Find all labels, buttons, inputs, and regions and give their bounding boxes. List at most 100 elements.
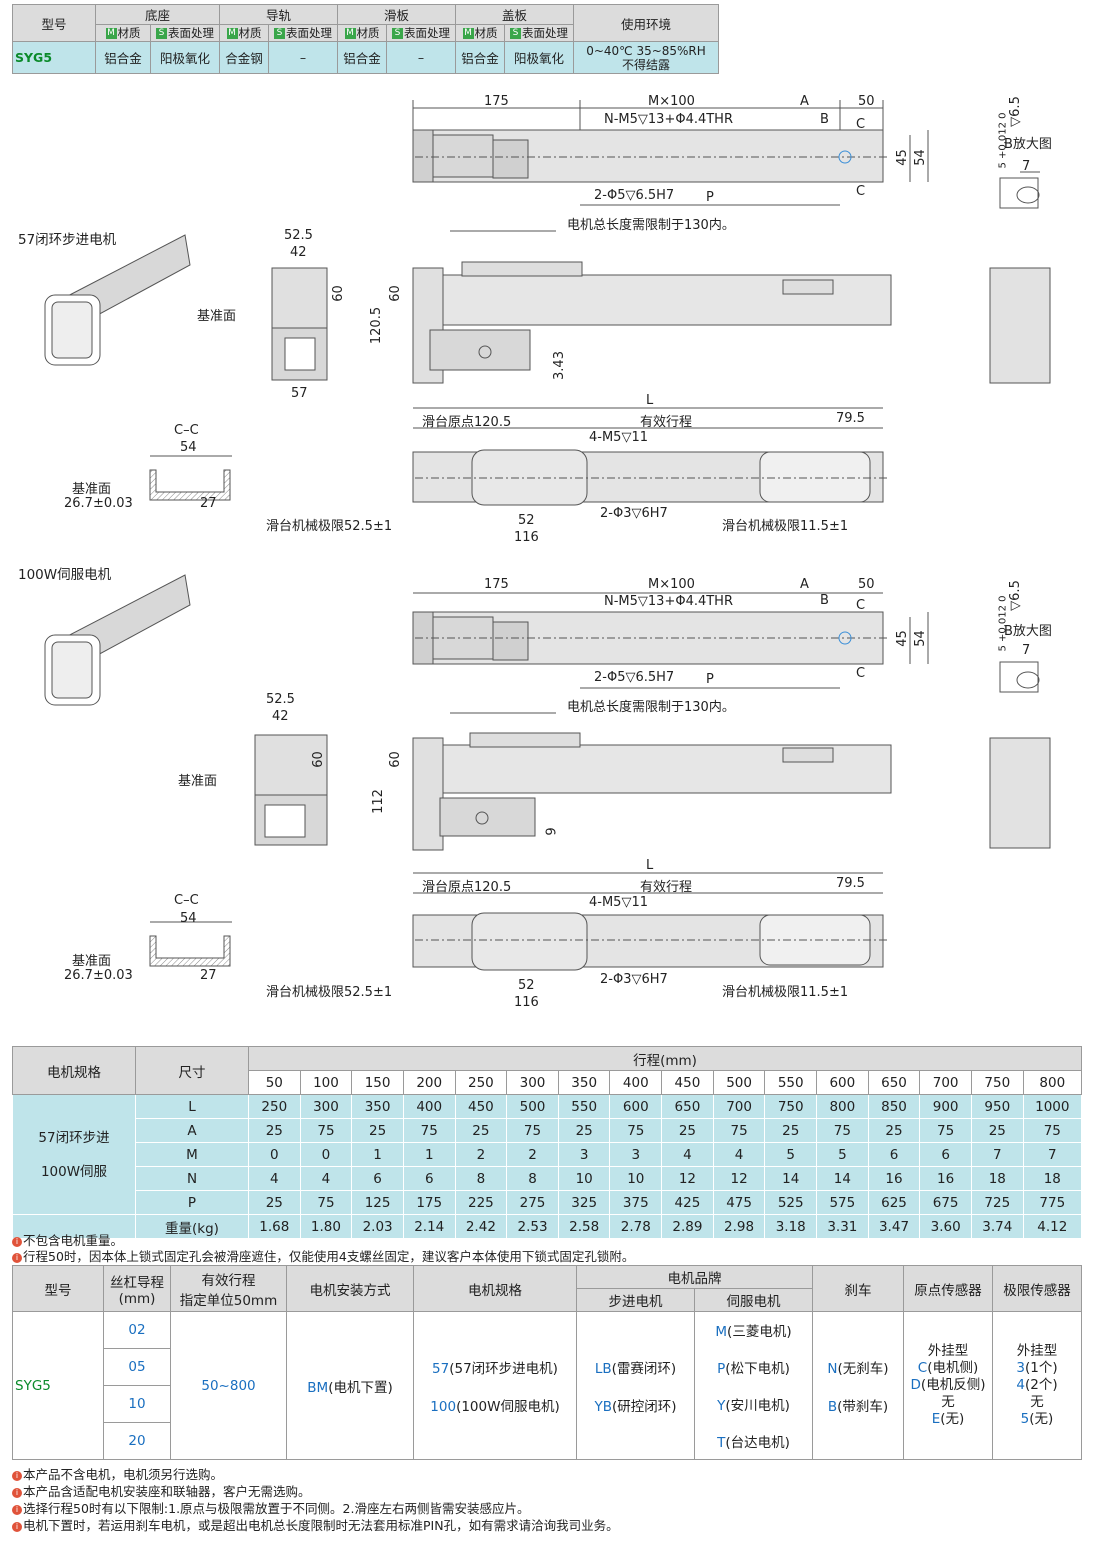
order-note-2-text: 本产品含适配电机安装座和联轴器，客户无需选购。 <box>23 1484 311 1499</box>
table-cell: 2.89 <box>661 1214 714 1239</box>
material-tag: M <box>105 28 117 39</box>
stroke-note-2-text: 行程50时，因本体上锁式固定孔会被滑座遮住，仅能使用4支螺丝固定，建议客户本体使… <box>23 1249 635 1264</box>
dim-9: 9 <box>544 827 560 836</box>
section-title-servo: 100W伺服电机 <box>18 567 112 583</box>
table-cell: 450 <box>454 1094 508 1119</box>
limit-left-2: 滑台机械极限52.5±1 <box>266 985 393 1000</box>
stroke-col-header: 800 <box>1022 1070 1083 1095</box>
table-cell: 5 <box>764 1142 818 1167</box>
table-cell: 750 <box>764 1094 818 1119</box>
dim-50-2: 50 <box>858 577 875 592</box>
table-cell: 18 <box>970 1166 1024 1191</box>
info-icon: i <box>12 1521 22 1532</box>
dim-mx100-2: M×100 <box>648 577 695 592</box>
table-cell: 18 <box>1022 1166 1083 1191</box>
table-cell: 1000 <box>1022 1094 1083 1119</box>
spec2-code: 100 <box>430 1398 457 1415</box>
cc-27: 27 <box>200 496 217 511</box>
dim-1205: 120.5 <box>369 306 385 345</box>
brake1-code: N <box>827 1360 838 1377</box>
table-cell: 75 <box>816 1118 869 1143</box>
servo-t: T(台达电机) <box>694 1422 813 1460</box>
order-h-brand: 电机品牌 <box>576 1265 813 1289</box>
col-size: 尺寸 <box>135 1046 249 1095</box>
bottom-view-2 <box>412 912 890 971</box>
servo-p-code: P <box>717 1361 726 1377</box>
stroke-col-header: 350 <box>557 1070 611 1095</box>
stroke-header: 行程(mm) <box>248 1046 1082 1071</box>
base-material: 铝合金 <box>95 41 151 74</box>
lead-05: 05 <box>103 1348 171 1386</box>
dim-mx100: M×100 <box>648 94 695 109</box>
dim-175-2: 175 <box>484 577 509 592</box>
dim-60-end-2: 60 <box>310 751 326 768</box>
table-cell: 725 <box>970 1190 1024 1215</box>
dim-pin: 2-Φ5▽6.5H7 <box>594 188 675 203</box>
spec1-code: 57 <box>432 1360 450 1377</box>
info-icon: i <box>12 1236 22 1247</box>
order-note-3-text: 选择行程50时有以下限制:1.原点与极限需放置于不同侧。2.滑座左右两侧皆需安装… <box>23 1501 530 1516</box>
order-spec: 57(57闭环步进电机) 100(100W伺服电机) <box>413 1311 577 1460</box>
dim-60-side: 60 <box>387 285 403 302</box>
stroke-col-header: 500 <box>712 1070 766 1095</box>
order-origin: 外挂型 C(电机侧) D(电机反侧) 无 E(无) <box>903 1311 993 1460</box>
origin-c-text: (电机侧) <box>927 1360 979 1376</box>
servo-p-text: (松下电机) <box>725 1361 790 1377</box>
table-cell: 2 <box>506 1142 559 1167</box>
dim-p-2: P <box>706 672 714 687</box>
dim-c-top-2: C <box>856 598 866 613</box>
mount-code: BM <box>307 1379 329 1396</box>
order-limit: 外挂型 3(1个) 4(2个) 无 5(无) <box>992 1311 1082 1460</box>
limit-5-text: (无) <box>1029 1411 1054 1427</box>
section-title-stepper: 57闭环步进电机 <box>18 232 117 248</box>
dim-a-2: A <box>800 577 809 592</box>
table-cell: 12 <box>712 1166 766 1191</box>
table-cell: 4.12 <box>1022 1214 1083 1239</box>
spec-header-cover: 盖板 <box>455 4 574 25</box>
limit-title: 外挂型 <box>1016 1343 1058 1359</box>
dim-112: 112 <box>370 789 386 814</box>
dim-60-end: 60 <box>330 285 346 302</box>
spec-line1: 57闭环步进 <box>38 1129 110 1146</box>
cc-section-1 <box>149 469 231 501</box>
table-cell: 650 <box>661 1094 714 1119</box>
tap-label: 4-M5▽11 <box>589 430 648 445</box>
dim-52: 52 <box>518 513 535 528</box>
table-cell: 8 <box>454 1166 508 1191</box>
table-cell: 75 <box>1022 1118 1083 1143</box>
lead-02: 02 <box>103 1311 171 1349</box>
table-cell: 3.18 <box>764 1214 818 1239</box>
cc-27-2: 27 <box>200 968 217 983</box>
table-cell: 2.42 <box>454 1214 508 1239</box>
stroke-col-header: 200 <box>402 1070 456 1095</box>
table-cell: 775 <box>1022 1190 1083 1215</box>
h-lead-text: 丝杠导程 <box>110 1274 164 1291</box>
limit-right: 滑台机械极限11.5±1 <box>722 519 849 534</box>
right-end-view-2 <box>989 737 1051 849</box>
servo-y: Y(安川电机) <box>694 1385 813 1423</box>
order-mount: BM(电机下置) <box>286 1311 414 1460</box>
dim-175: 175 <box>484 94 509 109</box>
table-cell: 325 <box>557 1190 611 1215</box>
table-cell: 75 <box>609 1118 663 1143</box>
order-h-brake: 刹车 <box>812 1265 904 1312</box>
dimension-name: L <box>135 1094 249 1119</box>
stroke-col-header: 150 <box>351 1070 404 1095</box>
info-icon: i <box>12 1487 22 1498</box>
order-h-lead: 丝杠导程(mm) <box>103 1265 171 1312</box>
cc-54: 54 <box>180 440 197 455</box>
dim-795-2: 79.5 <box>836 876 865 891</box>
dim-holes-2: N-M5▽13+Φ4.4THR <box>604 594 733 609</box>
stepper2-code: YB <box>594 1398 612 1415</box>
dim-holes: N-M5▽13+Φ4.4THR <box>604 112 733 127</box>
origin-d-text: (电机反侧) <box>920 1377 986 1393</box>
table-cell: 350 <box>351 1094 404 1119</box>
slide-surface: – <box>386 41 456 74</box>
table-cell: 25 <box>351 1118 404 1143</box>
